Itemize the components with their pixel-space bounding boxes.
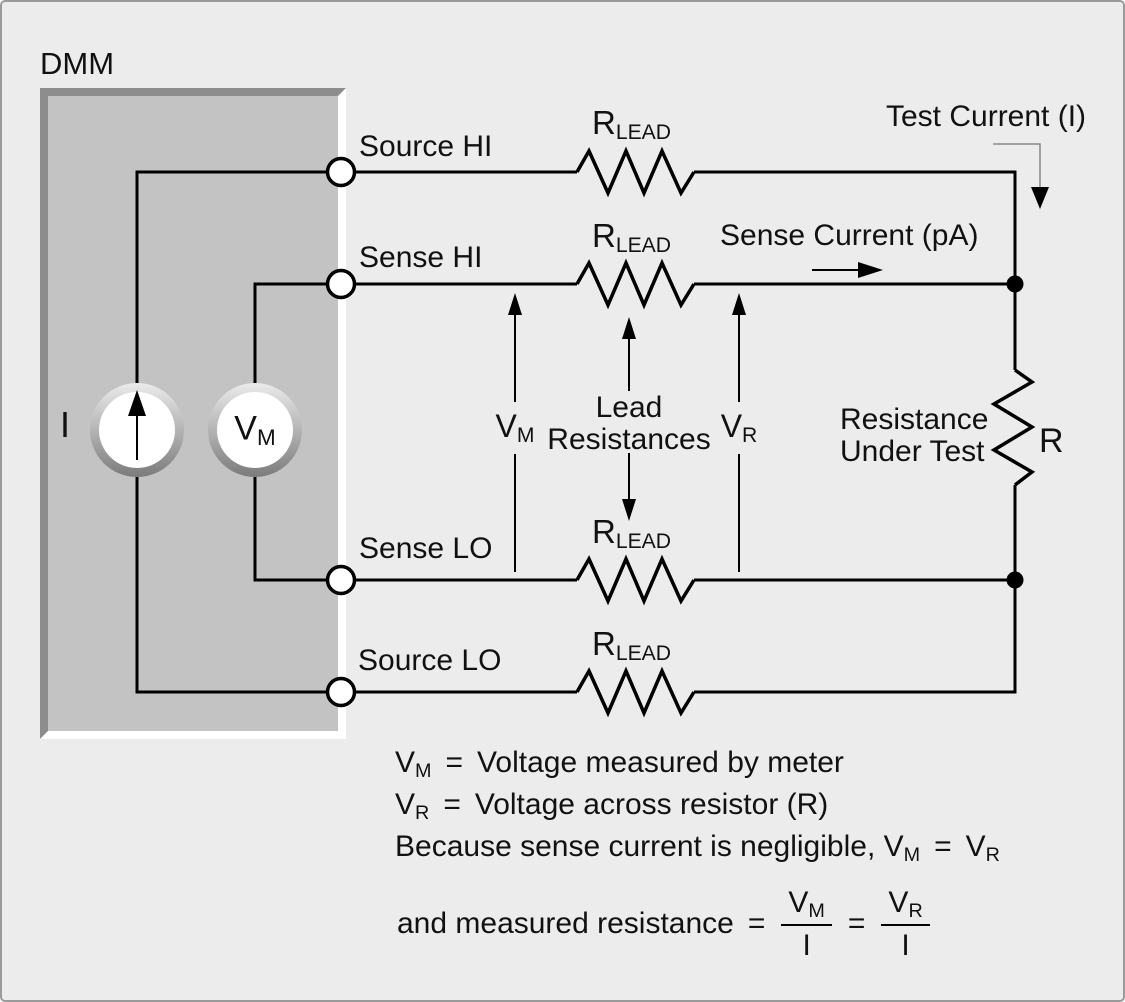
sense-current-arrowhead-icon <box>858 262 883 278</box>
voltmeter-label: VM <box>234 409 276 451</box>
voltmeter-face <box>217 392 293 468</box>
sense-lo-junction-dot <box>1006 571 1024 589</box>
terminal-label-sense-lo: Sense LO <box>359 532 493 565</box>
current-source-internal-wire <box>135 170 341 694</box>
source-hi-wire <box>341 170 1017 370</box>
equation-line-2: VR=Voltage across resistor (R) <box>395 788 829 824</box>
vr-annotation-label: VR <box>720 408 758 448</box>
r-lead-label-source-hi: RLEAD <box>592 104 671 145</box>
r-lead-label-sense-hi: RLEAD <box>592 217 671 258</box>
vm-over-i-fraction: VM I <box>781 886 832 963</box>
r-lead-label-source-lo: RLEAD <box>592 625 671 666</box>
resistance-under-test-label: Resistance Under Test <box>840 403 989 469</box>
test-current-leader-line <box>993 143 1041 187</box>
sense-hi-junction-dot <box>1006 275 1024 293</box>
resistance-under-test-resistor <box>990 368 1036 487</box>
terminal-sense-lo <box>325 564 357 596</box>
source-lo-wire <box>341 485 1017 694</box>
test-current-label: Test Current (I) <box>886 100 1087 133</box>
dmm-title: DMM <box>40 46 115 81</box>
equation-line-1: VM=Voltage measured by meter <box>395 746 844 782</box>
test-current-arrowhead-icon <box>1031 187 1049 209</box>
r-label: R <box>1039 422 1064 460</box>
current-source-label: I <box>60 404 71 445</box>
r-lead-resistor-sense-hi <box>575 258 696 310</box>
terminal-source-lo <box>325 676 357 708</box>
vm-annotation-label: VM <box>495 408 535 448</box>
r-lead-resistor-sense-lo <box>575 554 696 606</box>
current-source-arrowhead-icon <box>128 390 146 416</box>
r-lead-label-sense-lo: RLEAD <box>592 513 671 554</box>
lead-resistances-down-arrowhead-icon <box>622 499 636 521</box>
terminal-sense-hi <box>325 268 357 300</box>
lead-resistances-up-arrowhead-icon <box>622 317 636 339</box>
vr-over-i-fraction: VR I <box>881 886 930 963</box>
r-lead-resistor-source-hi <box>575 146 696 198</box>
terminal-source-hi <box>325 156 357 188</box>
voltmeter-internal-wire <box>253 282 341 582</box>
vm-arrowhead-icon <box>508 293 522 315</box>
terminal-label-source-hi: Source HI <box>359 130 493 163</box>
lead-resistances-label: Lead Resistances <box>547 391 711 457</box>
sense-current-label: Sense Current (pA) <box>720 219 979 252</box>
r-lead-resistor-source-lo <box>575 666 696 718</box>
equation-line-3: Because sense current is negligible, VM=… <box>395 830 1000 866</box>
equation-line-4: and measured resistance = VM I = VR I <box>397 882 932 966</box>
terminal-label-sense-hi: Sense HI <box>359 241 483 274</box>
terminal-label-source-lo: Source LO <box>358 644 502 677</box>
vr-arrowhead-icon <box>732 293 746 315</box>
